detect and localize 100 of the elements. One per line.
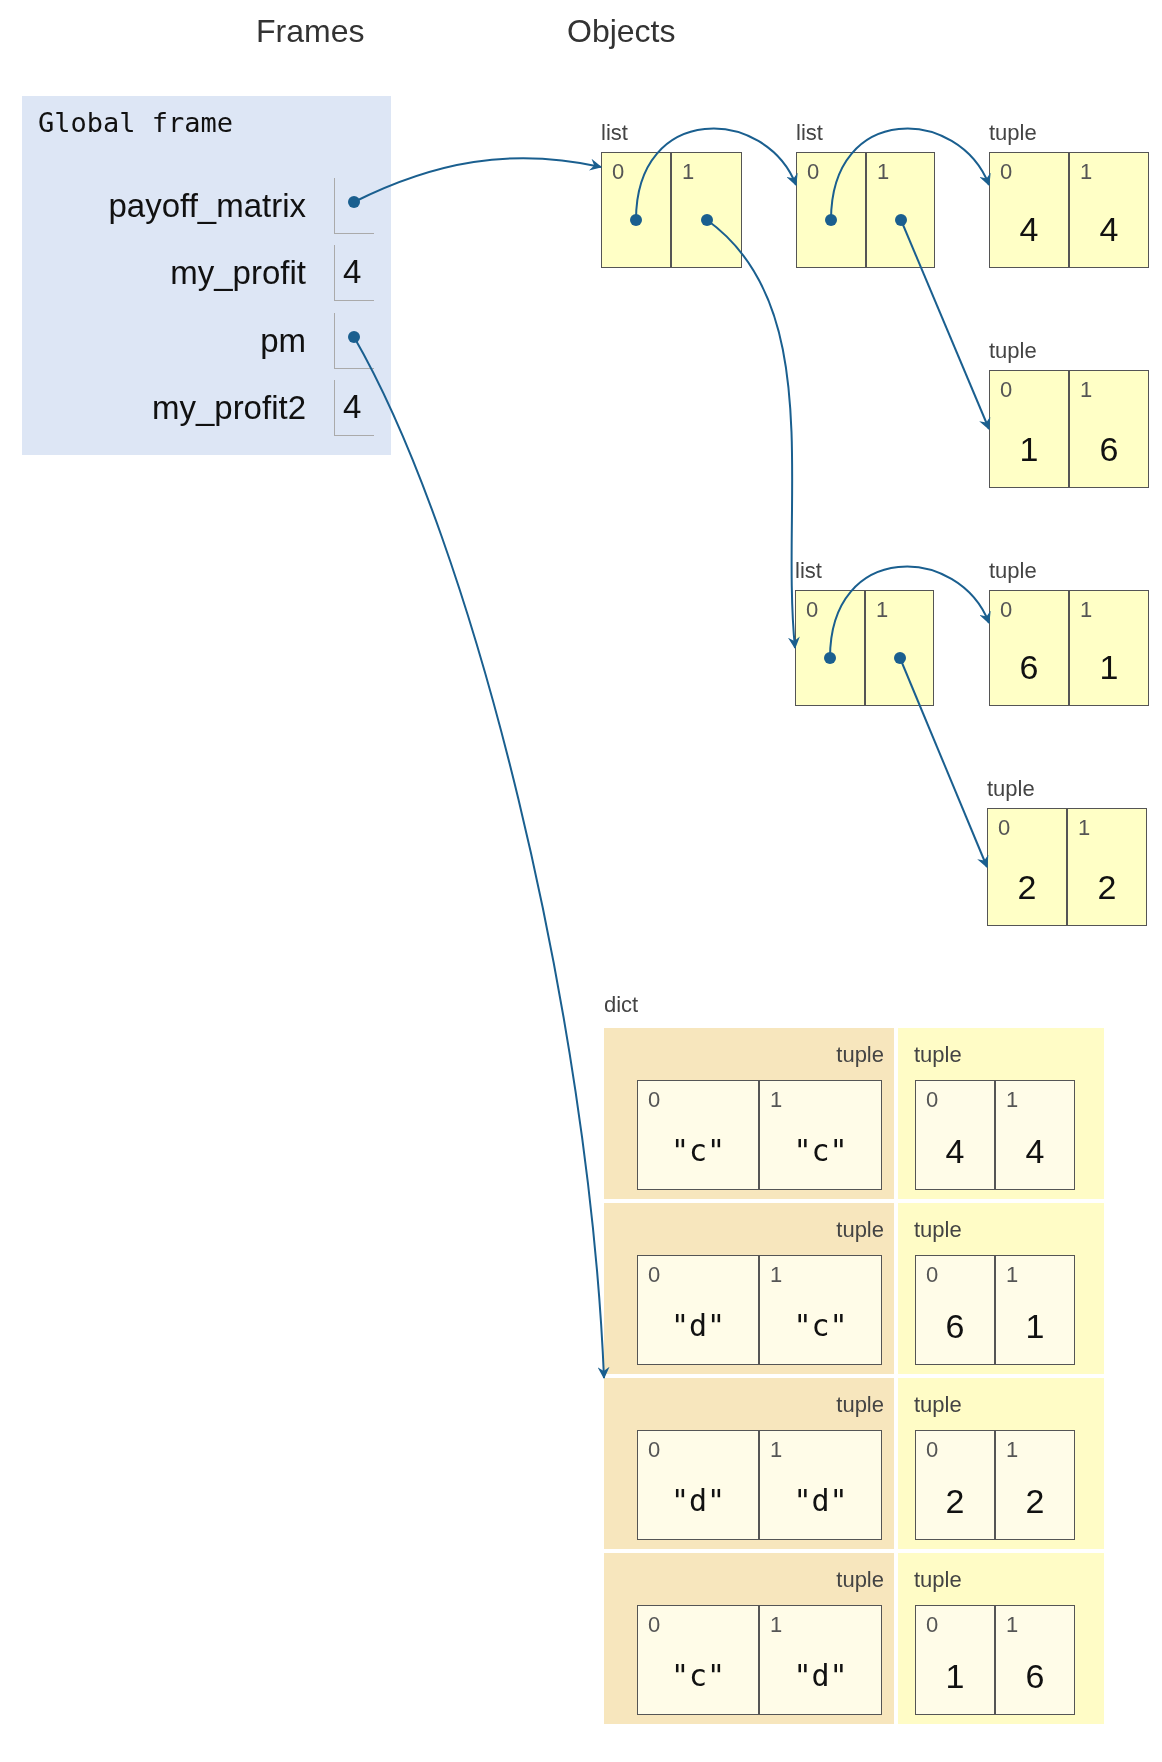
value-text: 6 (1024, 1656, 1046, 1696)
value-text: "c" (669, 1657, 727, 1695)
index-label: 0 (612, 159, 625, 185)
variable-cell (334, 178, 374, 234)
index-label: 1 (1006, 1262, 1019, 1288)
index-label: 0 (926, 1437, 939, 1463)
index-label: 1 (770, 1087, 783, 1113)
value-text: 1 (1024, 1306, 1046, 1346)
value-text: 2 (1016, 867, 1038, 907)
type-label: dict (604, 992, 639, 1018)
object-cell (796, 152, 866, 268)
index-label: 0 (1000, 597, 1013, 623)
object-cell (637, 1430, 759, 1540)
value-text: 2 (1024, 1481, 1046, 1521)
pointer-arrow (348, 331, 610, 1379)
object-cell (915, 1605, 995, 1715)
index-label: 1 (1006, 1087, 1019, 1113)
section-heading: Objects (567, 12, 676, 50)
type-label: tuple (989, 120, 1037, 146)
value-text: 1 (944, 1656, 966, 1696)
index-label: 0 (806, 597, 819, 623)
index-label: 0 (648, 1087, 661, 1113)
index-label: 0 (926, 1612, 939, 1638)
object-cell (1069, 152, 1149, 268)
value-text: 2 (944, 1481, 966, 1521)
value-text: 1 (1098, 647, 1120, 687)
object-cell (759, 1255, 882, 1365)
value-text: 6 (1098, 429, 1120, 469)
variable-value: 4 (343, 387, 363, 427)
dict-value-cell (898, 1028, 1104, 1199)
object-cell (601, 152, 671, 268)
object-cell (759, 1080, 882, 1190)
object-cell (1069, 370, 1149, 488)
object-cell (915, 1080, 995, 1190)
index-label: 0 (648, 1437, 661, 1463)
pointer-arrow (348, 157, 602, 208)
variable-name: payoff_matrix (108, 186, 306, 226)
index-label: 1 (770, 1612, 783, 1638)
type-label: tuple (836, 1392, 884, 1418)
index-label: 0 (1000, 159, 1013, 185)
value-text: "d" (792, 1657, 849, 1695)
dict-value-cell (898, 1203, 1104, 1374)
variable-name: my_profit2 (151, 388, 306, 428)
value-text: 4 (1024, 1131, 1046, 1171)
object-cell (759, 1430, 882, 1540)
object-cell (987, 808, 1067, 926)
variable-name: pm (260, 321, 306, 361)
value-text: 4 (1018, 209, 1040, 249)
object-cell (671, 152, 742, 268)
dict-key-cell (604, 1378, 894, 1549)
object-cell (637, 1255, 759, 1365)
section-heading: Frames (256, 12, 365, 50)
pointer-arrow (701, 214, 801, 649)
type-label: tuple (987, 776, 1035, 802)
type-label: tuple (836, 1042, 884, 1068)
dict-value-cell (898, 1378, 1104, 1549)
type-label: tuple (989, 338, 1037, 364)
variable-cell (334, 380, 374, 436)
index-label: 1 (1080, 159, 1093, 185)
index-label: 0 (807, 159, 820, 185)
dict-key-cell (604, 1028, 894, 1199)
type-label: list (796, 120, 823, 146)
type-label: tuple (836, 1217, 884, 1243)
type-label: tuple (914, 1392, 962, 1418)
index-label: 0 (926, 1087, 939, 1113)
pointer-arrow (894, 652, 989, 868)
index-label: 1 (1006, 1612, 1019, 1638)
value-text: 6 (944, 1306, 966, 1346)
index-label: 1 (1006, 1437, 1019, 1463)
object-cell (995, 1080, 1075, 1190)
type-label: list (795, 558, 822, 584)
value-text: 4 (944, 1131, 966, 1171)
pointer-arrow (630, 128, 797, 226)
object-cell (865, 590, 934, 706)
index-label: 1 (877, 159, 890, 185)
value-text: "c" (669, 1132, 727, 1170)
pointer-arrow (825, 128, 990, 226)
value-text: "d" (792, 1482, 849, 1520)
index-label: 0 (648, 1262, 661, 1288)
object-cell (637, 1080, 759, 1190)
object-cell (915, 1255, 995, 1365)
index-label: 1 (1080, 377, 1093, 403)
index-label: 0 (1000, 377, 1013, 403)
pointer-arrow (824, 566, 990, 664)
variable-value: 4 (343, 252, 363, 292)
variable-cell (334, 313, 374, 369)
object-cell (759, 1605, 882, 1715)
index-label: 1 (876, 597, 889, 623)
value-text: 6 (1018, 647, 1040, 687)
value-text: "c" (792, 1132, 849, 1170)
object-cell (915, 1430, 995, 1540)
index-label: 1 (682, 159, 695, 185)
object-cell (995, 1430, 1075, 1540)
object-cell (989, 370, 1069, 488)
index-label: 0 (648, 1612, 661, 1638)
value-text: "c" (792, 1307, 849, 1345)
object-cell (1067, 808, 1147, 926)
index-label: 1 (770, 1437, 783, 1463)
frame-panel (22, 96, 391, 455)
dict-value-cell (898, 1553, 1104, 1724)
